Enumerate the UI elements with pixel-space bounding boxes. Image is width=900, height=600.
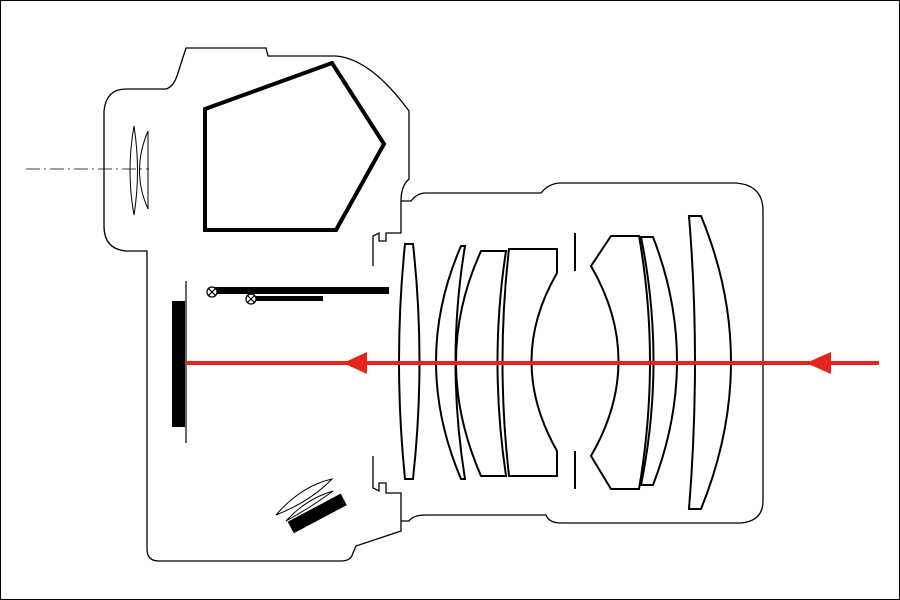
af-sensor-icon: [287, 493, 347, 534]
lens-element-icon: [501, 248, 558, 477]
lens-element-icon: [687, 215, 732, 510]
lens-mount-lower: [372, 456, 402, 521]
lens-element-icon: [455, 250, 508, 477]
pentaprism-icon: [203, 60, 387, 232]
camera-body-outline: [103, 47, 764, 562]
lens-element-icon: [398, 243, 421, 480]
lens-element-icon: [639, 236, 678, 486]
lens-mount-upper: [372, 201, 402, 266]
sensor-icon: [172, 301, 185, 427]
lens-element-icon: [435, 245, 467, 480]
lens-element-icon: [589, 235, 651, 490]
main-mirror: [214, 287, 389, 294]
eyepiece-lens-icon: [139, 130, 149, 210]
light-path-arrow-icon: [343, 352, 367, 374]
af-lens-icon: [275, 478, 334, 522]
eyepiece-lens-icon: [129, 125, 138, 216]
pivot-icon: [206, 286, 257, 305]
sub-mirror: [253, 296, 323, 301]
light-path-arrow-icon: [806, 352, 831, 374]
